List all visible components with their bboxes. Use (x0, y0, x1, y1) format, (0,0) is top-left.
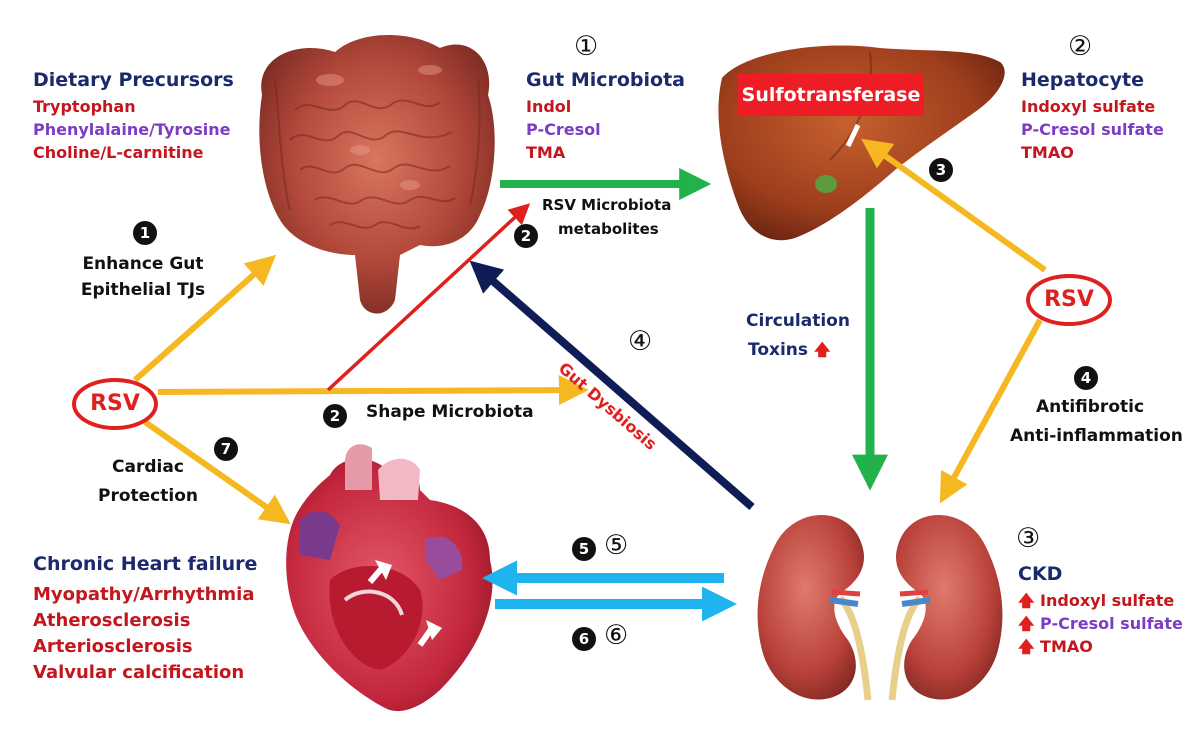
kidney-illustration (757, 515, 1003, 701)
hepatocyte-number: ② (1068, 31, 1093, 62)
heart-failure-item: Myopathy/Arrhythmia (33, 584, 255, 605)
ckd-list: 🡅 Indoxyl sulfate 🡅 P-Cresol sulfate 🡅 T… (1018, 589, 1183, 659)
gut-dysbiosis-number: ④ (628, 326, 653, 357)
step-1-label-line2: Epithelial TJs (80, 280, 206, 300)
arrow-cardiac-protection (143, 419, 291, 525)
heart-failure-list: Myopathy/Arrhythmia Atherosclerosis Arte… (33, 582, 255, 686)
ckd-number: ③ (1016, 523, 1041, 554)
ckd-item: 🡅 P-Cresol sulfate (1018, 612, 1183, 635)
gut-microbiota-item: TMA (526, 143, 566, 163)
dietary-list: Tryptophan Phenylalaine/Tyrosine Choline… (33, 95, 231, 165)
hepatocyte-item: TMAO (1021, 143, 1074, 163)
ckd-item: 🡅 Indoxyl sulfate (1018, 589, 1183, 612)
step-5-number: ⑤ (604, 530, 629, 561)
ckd-item-text: P-Cresol sulfate (1040, 614, 1183, 634)
step-6-number: ⑥ (604, 620, 629, 651)
arrow-rsv-to-kidney (939, 318, 1043, 504)
ckd-item-text: Indoxyl sulfate (1040, 591, 1175, 610)
gut-microbiota-title: Gut Microbiota (526, 69, 685, 91)
step-4-label-line1: Antifibrotic (1035, 397, 1145, 417)
toxins-label: Toxins 🡅 (748, 342, 830, 359)
gut-microbiota-item: P-Cresol (526, 120, 601, 140)
step-2a-badge: 2 (514, 224, 538, 248)
rsv-left-oval: RSV (72, 378, 158, 430)
step-5-badge: 5 (572, 537, 596, 561)
sulfotransferase-label: Sulfotransferase (738, 74, 924, 116)
arrow-up-icon: 🡅 (1018, 614, 1035, 634)
arrow-rsv-to-gut (133, 254, 277, 383)
arrow-rsv-to-liver (861, 138, 1047, 273)
heart-failure-title: Chronic Heart failure (33, 553, 258, 575)
heart-failure-item: Arteriosclerosis (33, 636, 193, 658)
arrows (133, 138, 1047, 622)
dietary-item: Choline/L-carnitine (33, 143, 204, 163)
step-7-badge: 7 (214, 437, 238, 461)
heart-illustration (286, 444, 493, 712)
gut-microbiota-number: ① (574, 31, 599, 62)
gut-microbiota-list: Indol P-Cresol TMA (526, 95, 601, 165)
step-4-label-line2: Anti-inflammation (1010, 426, 1183, 446)
arrow-up-icon: 🡅 (813, 340, 831, 359)
step-2b-label: Shape Microbiota (366, 402, 534, 422)
heart-failure-item: Atherosclerosis (33, 610, 191, 632)
hepatocyte-title: Hepatocyte (1021, 69, 1144, 91)
step-4-badge: 4 (1074, 366, 1098, 390)
dietary-item: Phenylalaine/Tyrosine (33, 120, 231, 140)
arrow-shape-microbiota (157, 375, 589, 406)
arrow-up-icon: 🡅 (1018, 637, 1035, 657)
intestine-illustration (259, 34, 495, 314)
dietary-item: Tryptophan (33, 97, 136, 116)
step-7-label-line2: Protection (98, 486, 198, 506)
hepatocyte-item: Indoxyl sulfate (1021, 97, 1156, 116)
step-2b-badge: 2 (323, 404, 347, 428)
arrow-microbiota-metabolites (326, 203, 531, 392)
dietary-title: Dietary Precursors (33, 69, 234, 91)
heart-failure-item: Valvular calcification (33, 662, 245, 684)
circulation-label: Circulation (746, 311, 850, 331)
step-1-badge: 1 (133, 221, 157, 245)
ckd-item: 🡅 TMAO (1018, 635, 1183, 658)
hepatocyte-list: Indoxyl sulfate P-Cresol sulfate TMAO (1021, 95, 1164, 165)
rsv-right-oval: RSV (1026, 274, 1112, 326)
step-6-badge: 6 (572, 627, 596, 651)
arrow-gut-dysbiosis (469, 260, 755, 511)
step-7-label-line1: Cardiac (112, 457, 184, 477)
ckd-title: CKD (1018, 563, 1063, 585)
arrow-up-icon: 🡅 (1018, 591, 1035, 610)
ckd-item-text: TMAO (1040, 637, 1093, 657)
gut-microbiota-item: Indol (526, 97, 572, 116)
step-3-badge: 3 (929, 158, 953, 182)
step-2a-label-line2: metabolites (558, 220, 659, 238)
step-2a-label-line1: RSV Microbiota (542, 196, 672, 214)
toxins-text: Toxins (748, 340, 809, 360)
hepatocyte-item: P-Cresol sulfate (1021, 120, 1164, 140)
step-1-label-line1: Enhance Gut (82, 254, 204, 274)
